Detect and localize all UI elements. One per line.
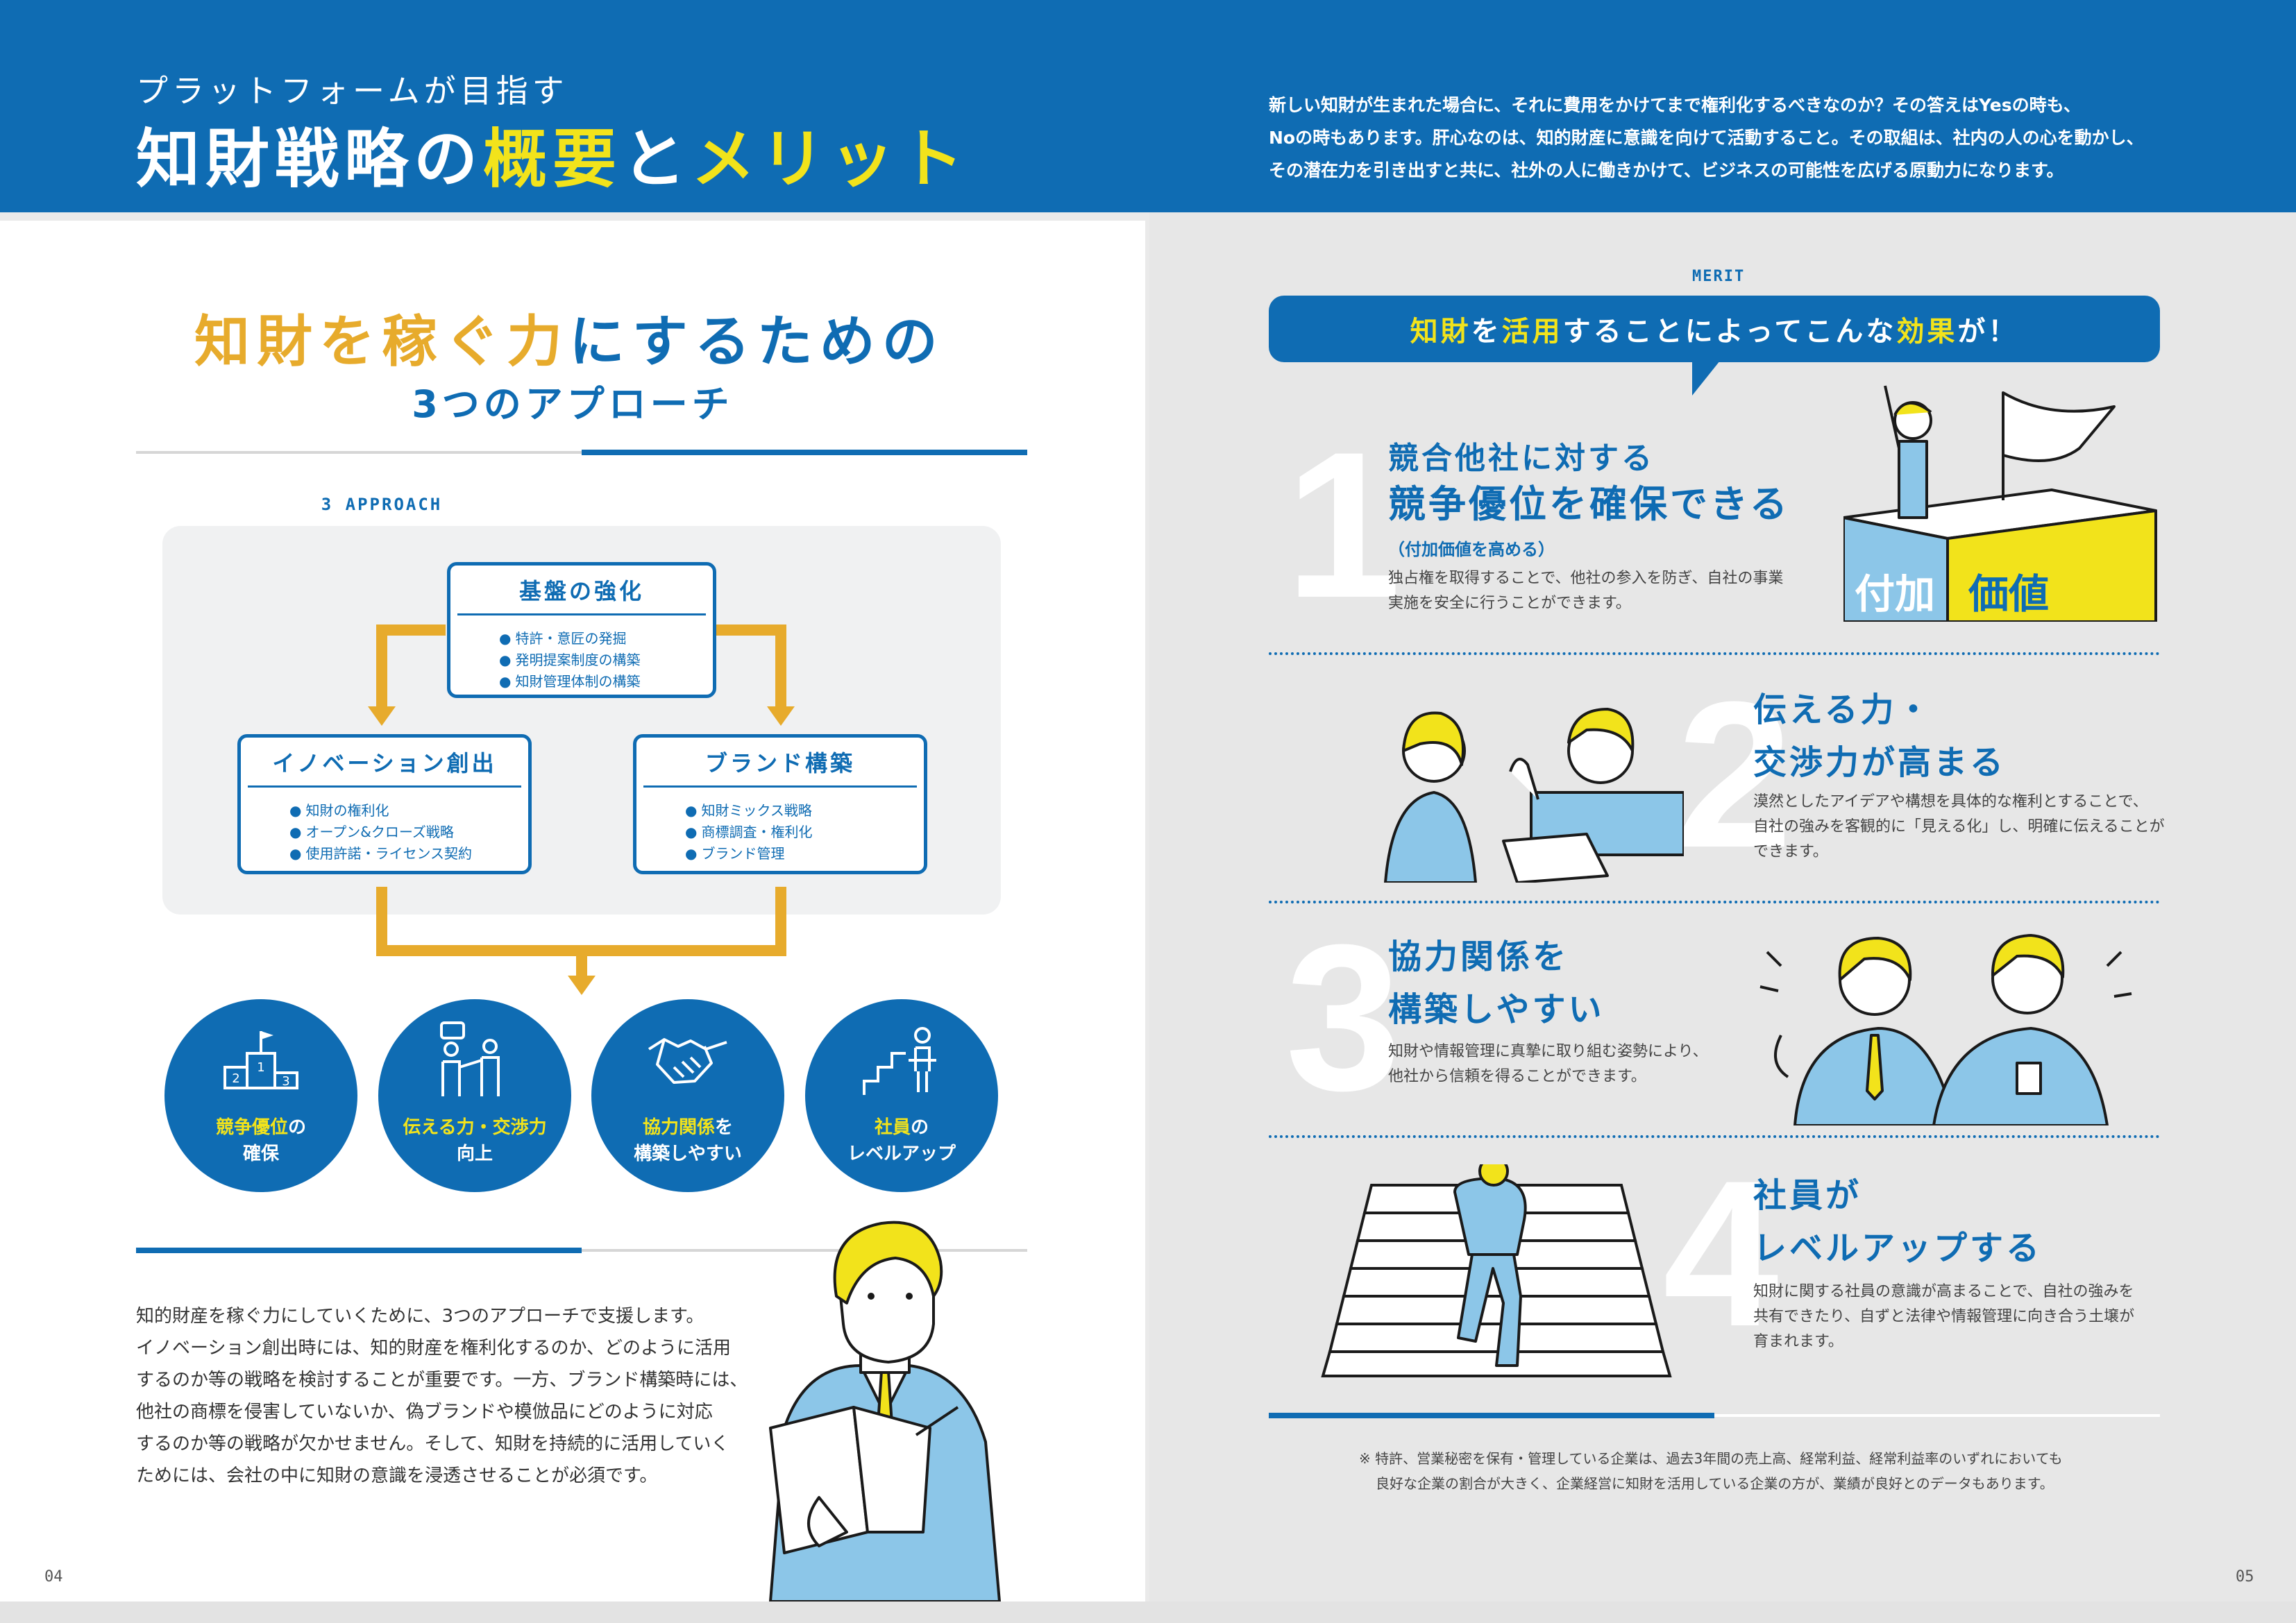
header-band: プラットフォームが目指す 知財戦略の概要とメリット 新しい知財が生まれた場合に、… <box>0 0 2296 212</box>
box-foundation: 基盤の強化 特許・意匠の発掘 発明提案制度の構築 知財管理体制の構築 <box>447 562 716 698</box>
merit-bottom-rule <box>1269 1413 2160 1418</box>
divider-2 <box>1269 901 2160 903</box>
merit-footnote: ※ 特許、営業秘密を保有・管理している企業は、過去3年間の売上高、経常利益、経常… <box>1359 1450 2063 1492</box>
bottom-strip <box>0 1601 2296 1623</box>
stairs-climber-illustration <box>1321 1164 1672 1377</box>
header-title: 知財戦略の概要とメリット <box>136 122 970 196</box>
svg-text:価値: 価値 <box>1968 570 2049 618</box>
podium-flag-illustration: 付加 価値 <box>1843 385 2157 622</box>
circle-competitive: 1 2 3 競争優位の 確保 <box>164 999 357 1192</box>
bottom-rule <box>136 1248 1027 1253</box>
svg-text:3: 3 <box>282 1074 289 1089</box>
divider-3 <box>1269 1135 2160 1138</box>
people-talking-icon <box>440 1021 500 1096</box>
box-brand: ブランド構築 知財ミックス戦略 商標調査・権利化 ブランド管理 <box>633 734 927 874</box>
handshake-icon <box>648 1038 727 1084</box>
circle-cooperation: 協力関係を 構築しやすい <box>591 999 784 1192</box>
page-number-right: 05 <box>2236 1568 2254 1586</box>
negotiation-illustration <box>1384 708 1684 883</box>
stairs-person-icon <box>863 1027 936 1095</box>
approach-subtitle: 3つのアプローチ <box>412 382 734 426</box>
approach-title: 知財を稼ぐ力にするための <box>194 309 945 374</box>
divider-1 <box>1269 652 2160 655</box>
right-page: MERIT 知財を活用することによってこんな効果が！ 1 競合他社に対する 競争… <box>1149 212 2296 1602</box>
merit-banner-tail <box>1692 361 1727 396</box>
approach-eyebrow: 3 APPROACH <box>321 495 443 514</box>
top-rule <box>136 450 1027 455</box>
circle-communication: 伝える力・交渉力 向上 <box>378 999 571 1192</box>
reading-businessman-illustration <box>769 1221 1001 1601</box>
approach-connectors <box>368 624 795 995</box>
circle-levelup: 社員の レベルアップ <box>805 999 998 1192</box>
partnership-illustration <box>1759 934 2132 1125</box>
header-intro: 新しい知財が生まれた場合に、それに費用をかけてまで権利化するべきなのか？その答え… <box>1269 95 2144 180</box>
svg-text:2: 2 <box>232 1071 239 1086</box>
svg-text:1: 1 <box>257 1060 264 1075</box>
merit-eyebrow: MERIT <box>1692 268 1746 285</box>
podium-icon: 1 2 3 <box>223 1031 298 1089</box>
svg-text:付加: 付加 <box>1855 570 1935 618</box>
left-page: 知財を稼ぐ力にするための 3つのアプローチ 3 APPROACH 基盤の強化 特… <box>0 221 1145 1601</box>
page-number-left: 04 <box>44 1568 63 1586</box>
box-innovation: イノベーション創出 知財の権利化 オープン&クローズ戦略 使用許諾・ライセンス契… <box>237 734 532 874</box>
merit-banner: 知財を活用することによってこんな効果が！ <box>1269 296 2160 362</box>
header-subtitle: プラットフォームが目指す <box>136 72 568 110</box>
approach-body-text: 知的財産を稼ぐ力にしていくために、3つのアプローチで支援します。 イノベーション… <box>136 1306 748 1486</box>
